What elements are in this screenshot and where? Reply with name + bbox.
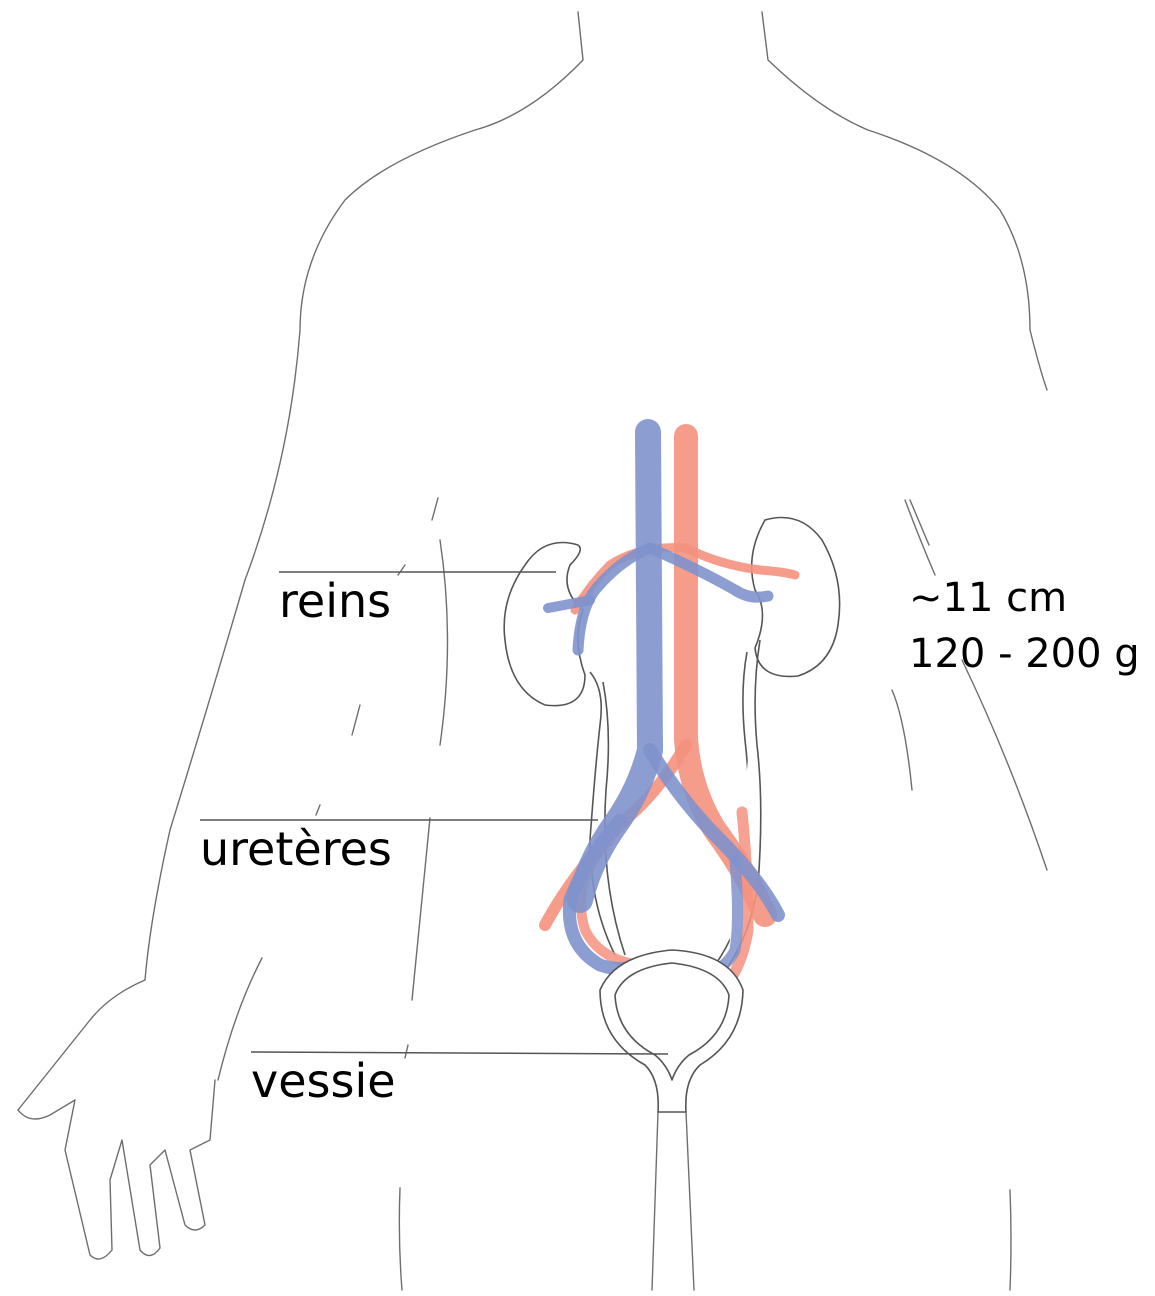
bladder-inner: [615, 963, 729, 1080]
body-right-contour: [762, 12, 1047, 390]
blood-vessels: [545, 432, 795, 1000]
hand: [18, 1080, 215, 1259]
kidney-stats: ~11 cm 120 - 200 g: [909, 570, 1140, 682]
ureters-label: uretères: [200, 826, 392, 872]
urethra: [652, 1112, 694, 1290]
kidneys-label: reins: [279, 578, 391, 624]
body-left-contour: [18, 12, 583, 1110]
kidney-left: [504, 543, 585, 706]
kidney-length: ~11 cm: [909, 570, 1140, 626]
bladder: [600, 950, 743, 1112]
right-arm-lower: [962, 660, 1047, 870]
kidney-mass: 120 - 200 g: [909, 626, 1140, 682]
bladder-label: vessie: [251, 1058, 396, 1104]
